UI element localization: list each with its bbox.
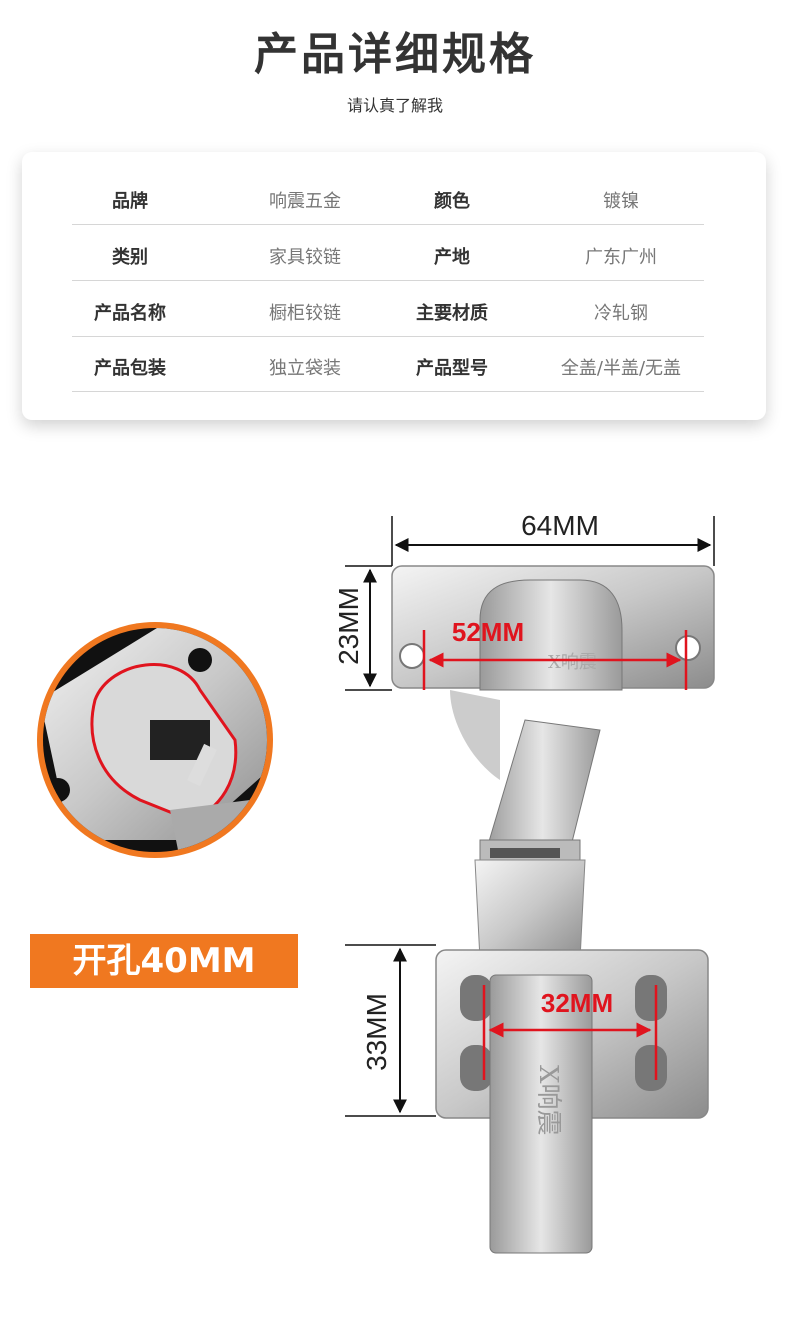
zoom-detail-circle xyxy=(37,622,273,858)
spec-key: 品牌 xyxy=(112,191,148,212)
spec-value: 响震五金 xyxy=(269,191,341,212)
spec-value: 独立袋装 xyxy=(269,358,341,379)
red-dimension-lines xyxy=(422,630,688,1080)
spec-row: 品牌 响震五金 颜色 镀镍 xyxy=(72,169,704,225)
spec-row: 类别 家具铰链 产地 广东广州 xyxy=(72,225,704,281)
spec-key: 类别 xyxy=(112,247,148,268)
spec-value: 冷轧钢 xyxy=(594,303,648,324)
svg-text:X响震: X响震 xyxy=(533,1065,563,1136)
spec-key: 颜色 xyxy=(434,191,470,212)
spec-value: 镀镍 xyxy=(603,191,639,212)
svg-text:X响震: X响震 xyxy=(548,652,597,673)
dimension-lines xyxy=(345,516,715,1117)
spec-key: 产地 xyxy=(434,247,470,268)
spec-table: 品牌 响震五金 颜色 镀镍 类别 家具铰链 产地 广东广州 产品名称 橱柜铰链 … xyxy=(22,152,766,420)
spec-key: 产品名称 xyxy=(94,303,166,324)
dimension-top-hole-label: 52MM xyxy=(452,617,524,647)
spec-key: 产品包装 xyxy=(94,358,166,379)
hole-size-badge: 开孔40MM xyxy=(30,934,298,988)
spec-row: 产品包装 独立袋装 产品型号 全盖/半盖/无盖 xyxy=(72,336,704,392)
spec-row: 产品名称 橱柜铰链 主要材质 冷轧钢 xyxy=(72,281,704,337)
spec-value: 家具铰链 xyxy=(269,247,341,268)
dimension-bottom-height-label: 33MM xyxy=(361,993,392,1071)
hinge-arm xyxy=(474,719,601,961)
spec-key: 产品型号 xyxy=(416,358,488,379)
dimension-bottom-hole-label: 32MM xyxy=(541,988,613,1018)
spec-key: 主要材质 xyxy=(416,303,488,324)
spec-value: 广东广州 xyxy=(585,247,657,268)
spec-value: 橱柜铰链 xyxy=(269,303,341,324)
page-subtitle: 请认真了解我 xyxy=(346,96,443,115)
page-title: 产品详细规格 xyxy=(254,29,536,80)
spec-value: 全盖/半盖/无盖 xyxy=(560,358,682,379)
dimension-top-height-label: 23MM xyxy=(333,587,364,665)
dimension-width-label: 64MM xyxy=(521,510,599,541)
